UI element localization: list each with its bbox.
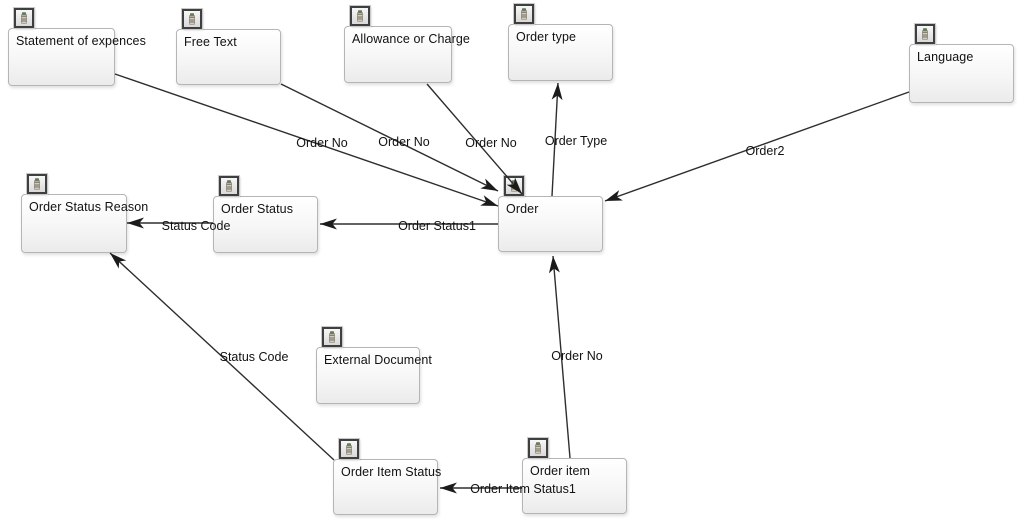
entity-stack-glyph [535, 442, 541, 454]
entity-stack-icon[interactable] [527, 437, 549, 459]
entity-stack-glyph [189, 13, 195, 25]
node-free-text[interactable]: Free Text [176, 8, 281, 85]
node-order-item[interactable]: Order item [522, 437, 627, 514]
node-allowance-or-charge[interactable]: Allowance or Charge [344, 5, 470, 83]
entity-stack-glyph [521, 8, 527, 20]
node-language[interactable]: Language [909, 23, 1014, 103]
node-order-item-status[interactable]: Order Item Status [333, 438, 442, 515]
node-order-type[interactable]: Order type [508, 3, 613, 81]
entity-stack-icon[interactable] [181, 8, 203, 30]
entity-stack-glyph [226, 180, 232, 192]
entity-stack-glyph [922, 28, 928, 40]
node-label: Order [506, 202, 539, 216]
entity-stack-icon[interactable] [513, 3, 535, 25]
entity-stack-icon[interactable] [503, 175, 525, 197]
node-label: Order Status Reason [29, 200, 149, 214]
entity-stack-icon[interactable] [218, 175, 240, 197]
node-external-document[interactable]: External Document [316, 326, 432, 404]
node-statement-of-expences[interactable]: Statement of expences [8, 7, 146, 86]
entity-stack-glyph [34, 178, 40, 190]
node-order-status-reason[interactable]: Order Status Reason [21, 173, 148, 253]
edge-label-status-code-1: Status Code [161, 219, 231, 233]
edge-label-status-code-2: Status Code [219, 350, 289, 364]
edge-label-order-type: Order Type [544, 134, 608, 148]
edge-label-order-no-2: Order No [378, 135, 430, 149]
entity-stack-glyph [346, 443, 352, 455]
edge-label-order2: Order2 [745, 144, 785, 158]
entity-stack-icon[interactable] [13, 7, 35, 29]
entity-stack-icon[interactable] [26, 173, 48, 195]
node-label: External Document [324, 353, 432, 367]
entity-stack-glyph [329, 331, 335, 343]
edge-label-order-no-3: Order No [465, 136, 517, 150]
edge-label-order-item-status1: Order Item Status1 [470, 482, 576, 496]
node-label: Language [917, 50, 974, 64]
node-label: Allowance or Charge [352, 32, 470, 46]
entity-stack-glyph [357, 10, 363, 22]
entity-stack-icon[interactable] [321, 326, 343, 348]
edge-label-order-no-1: Order No [296, 136, 348, 150]
entity-stack-glyph [21, 12, 27, 24]
entity-stack-icon[interactable] [349, 5, 371, 27]
node-label: Order type [516, 30, 577, 44]
entity-stack-glyph [511, 180, 517, 192]
entity-stack-icon[interactable] [338, 438, 360, 460]
entity-stack-icon[interactable] [914, 23, 936, 45]
node-order[interactable]: Order [498, 175, 603, 252]
node-label: Statement of expences [16, 34, 146, 48]
node-label: Order item [530, 464, 591, 478]
edge-label-order-status1: Order Status1 [398, 219, 476, 233]
node-label: Order Status [221, 202, 294, 216]
edge-label-order-no-4: Order No [551, 349, 603, 363]
node-label: Free Text [184, 35, 237, 49]
node-label: Order Item Status [341, 465, 442, 479]
